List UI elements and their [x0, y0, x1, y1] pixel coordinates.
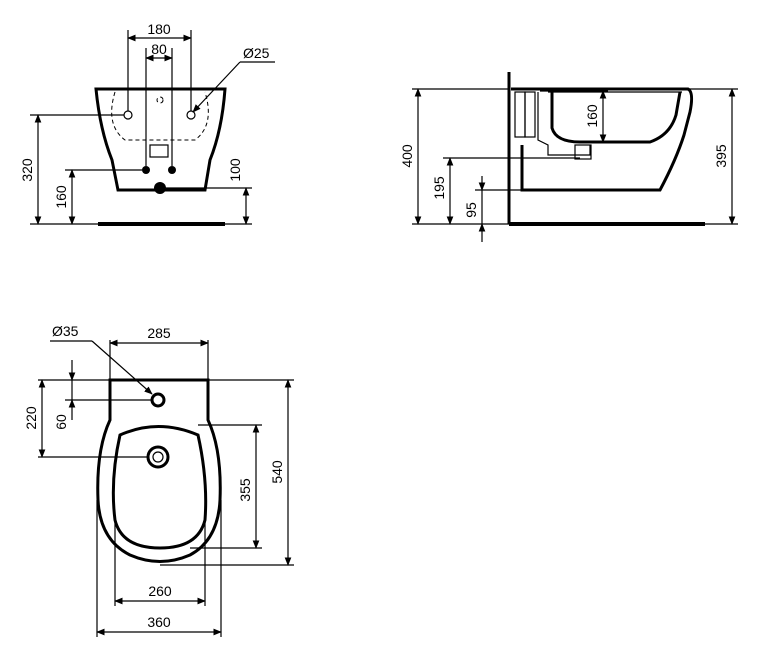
front-hole-right	[186, 110, 196, 120]
front-inner-bowl-dashed	[111, 91, 209, 141]
front-height-inlet-label: 160	[53, 185, 69, 209]
top-dist-tap-label: 220	[23, 406, 39, 430]
top-drain	[146, 445, 170, 469]
top-bidet-outline	[96, 378, 222, 563]
top-dist-tap-small-label: 60	[53, 414, 69, 430]
side-inner-bowl	[550, 91, 682, 144]
top-total-width-label: 360	[147, 614, 171, 630]
front-view: 180 80 Ø25 320 160 100	[19, 21, 275, 226]
front-width-inner-label: 80	[151, 41, 167, 57]
top-tap-hole	[150, 392, 166, 408]
top-view: Ø35 285 220 60 355 540 260 360	[23, 323, 294, 637]
front-outlet	[154, 182, 166, 194]
top-back-width-label: 285	[147, 325, 171, 341]
front-hole-left	[123, 110, 133, 120]
side-height-outlet-label: 95	[463, 202, 479, 218]
front-bidet-body	[94, 87, 227, 192]
side-height-rim-label: 395	[713, 144, 729, 168]
top-total-length-label: 540	[269, 460, 285, 484]
side-height-inlet-label: 195	[431, 176, 447, 200]
front-width-outer-label: 180	[147, 21, 171, 37]
top-bowl-length-label: 355	[237, 478, 253, 502]
front-height-total-label: 320	[19, 158, 35, 182]
side-bidet-body	[511, 87, 694, 192]
front-height-outlet-label: 100	[227, 158, 243, 182]
side-bowl-depth-label: 160	[584, 104, 600, 128]
top-inner-bowl	[111, 425, 208, 550]
top-bowl-width-label: 260	[148, 583, 172, 599]
side-height-total-label: 400	[399, 144, 415, 168]
top-hole-diameter-label: Ø35	[52, 323, 79, 339]
front-inlet-right	[168, 166, 176, 174]
side-view: 400 195 95 160 395	[399, 72, 738, 242]
front-hole-diameter-label: Ø25	[243, 45, 270, 61]
front-inlet-left	[142, 166, 150, 174]
